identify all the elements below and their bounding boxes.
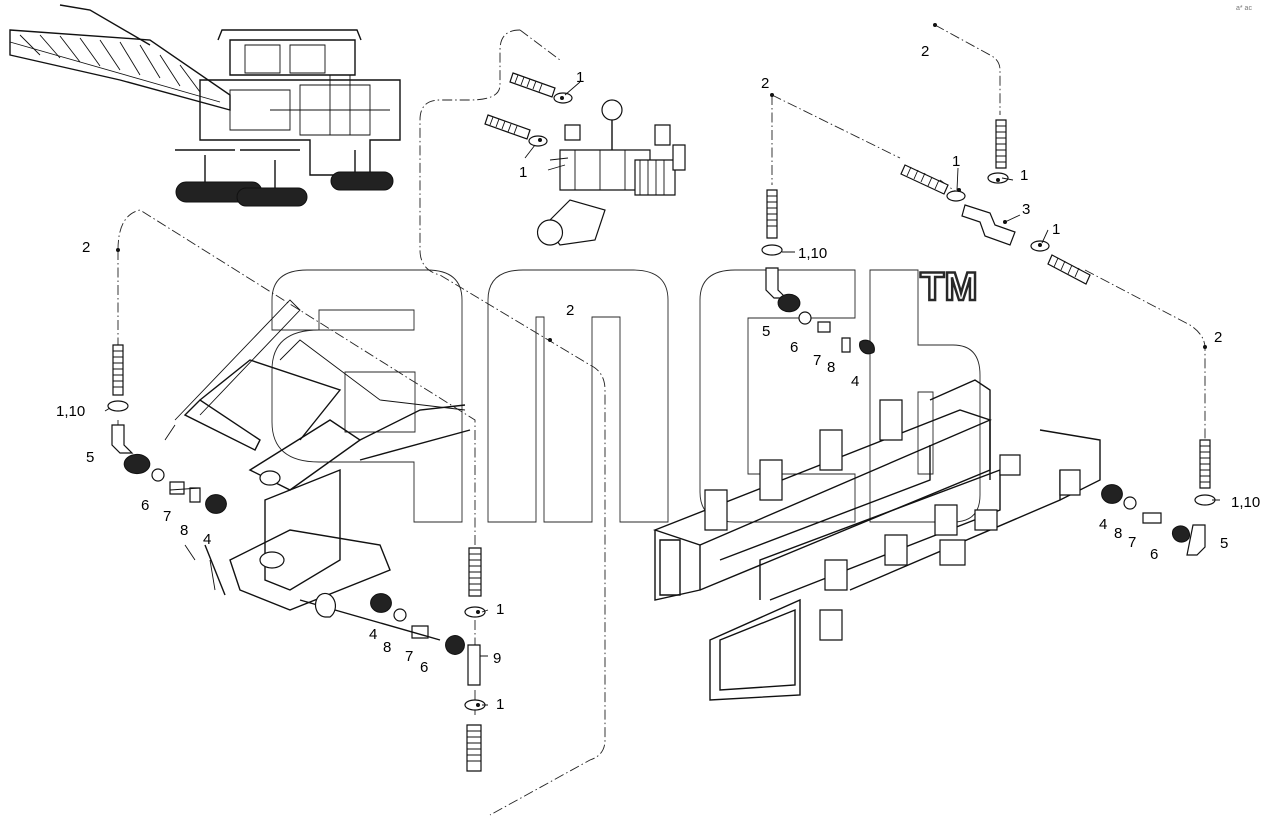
callout-label: 5	[1220, 535, 1228, 552]
callout-label: 1	[1020, 167, 1028, 184]
spray-bar-frame	[652, 379, 1101, 701]
callout-label: 1	[519, 164, 527, 181]
callout-label: 1	[1052, 221, 1060, 238]
callout-label: 2	[82, 239, 90, 256]
callout-label: 1	[496, 601, 504, 618]
callout-label: 1,10	[1231, 494, 1260, 511]
callout-label: 6	[141, 497, 149, 514]
callout-label: 1	[952, 153, 960, 170]
callout-labels: 1 1 2 2 1 1 3 1 1,10 5 6 7 8 4 2 1,10 4 …	[56, 43, 1260, 713]
callout-label: 5	[762, 323, 770, 340]
road-milling-machine-illustration	[9, 4, 401, 207]
watermark-logo: TM	[271, 264, 981, 523]
hose-pieces	[112, 72, 1211, 772]
corner-mark: a* ac	[1236, 5, 1252, 12]
callout-label: 3	[1022, 201, 1030, 218]
callout-label: 1	[576, 69, 584, 86]
trademark-symbol: TM	[920, 265, 978, 309]
callout-label: 9	[493, 650, 501, 667]
callout-label: 8	[1114, 525, 1122, 542]
water-pump-valve-assembly	[536, 99, 686, 246]
callout-label: 6	[1150, 546, 1158, 563]
callout-label: 2	[921, 43, 929, 60]
clamps-and-fittings	[107, 92, 1216, 711]
callout-label: 2	[566, 302, 574, 319]
callout-label: 8	[827, 359, 835, 376]
callout-label: 4	[203, 531, 211, 548]
callout-label: 6	[420, 659, 428, 676]
callout-label: 2	[761, 75, 769, 92]
callout-label: 4	[369, 626, 377, 643]
callout-label: 7	[813, 352, 821, 369]
callout-label: 7	[405, 648, 413, 665]
callout-label: 6	[790, 339, 798, 356]
callout-label: 1,10	[56, 403, 85, 420]
callout-label: 4	[851, 373, 859, 390]
callout-label: 8	[180, 522, 188, 539]
callout-label: 5	[86, 449, 94, 466]
callout-label: 7	[1128, 534, 1136, 551]
callout-label: 2	[1214, 329, 1222, 346]
callout-label: 4	[1099, 516, 1107, 533]
left-mounting-bracket	[164, 299, 471, 641]
callout-label: 7	[163, 508, 171, 525]
callout-leaders	[104, 23, 1220, 707]
callout-label: 1,10	[798, 245, 827, 262]
callout-label: 1	[496, 696, 504, 713]
callout-label: 8	[383, 639, 391, 656]
